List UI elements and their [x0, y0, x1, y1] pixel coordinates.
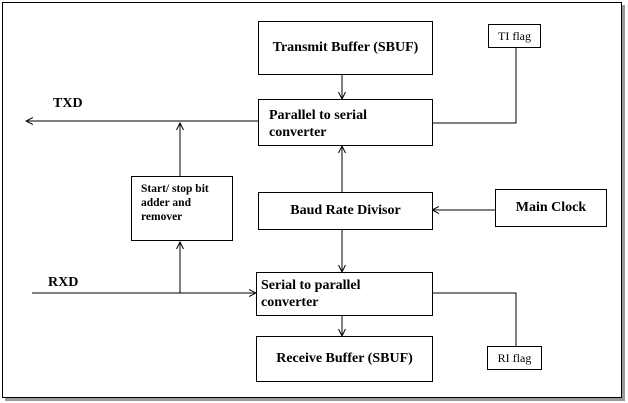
txd-label: TXD	[53, 96, 83, 111]
ti-flag-block: TI flag	[488, 24, 541, 48]
wire-s2p-to-ri-flag	[432, 292, 517, 346]
diagram-frame	[2, 2, 622, 398]
receive-buffer-block: Receive Buffer (SBUF)	[256, 336, 433, 382]
main-clock-block: Main Clock	[495, 189, 607, 227]
baud-rate-divisor-block: Baud Rate Divisor	[258, 192, 433, 230]
parallel-to-serial-block: Parallel to serial converter	[258, 99, 433, 146]
start-stop-bit-block: Start/ stop bit adder and remover	[131, 176, 233, 241]
rxd-label: RXD	[48, 275, 79, 290]
serial-to-parallel-block: Serial to parallel converter	[256, 272, 433, 316]
wire-p2s-to-ti-flag	[432, 48, 517, 124]
transmit-buffer-block: Transmit Buffer (SBUF)	[258, 21, 433, 75]
ri-flag-block: RI flag	[487, 346, 542, 370]
